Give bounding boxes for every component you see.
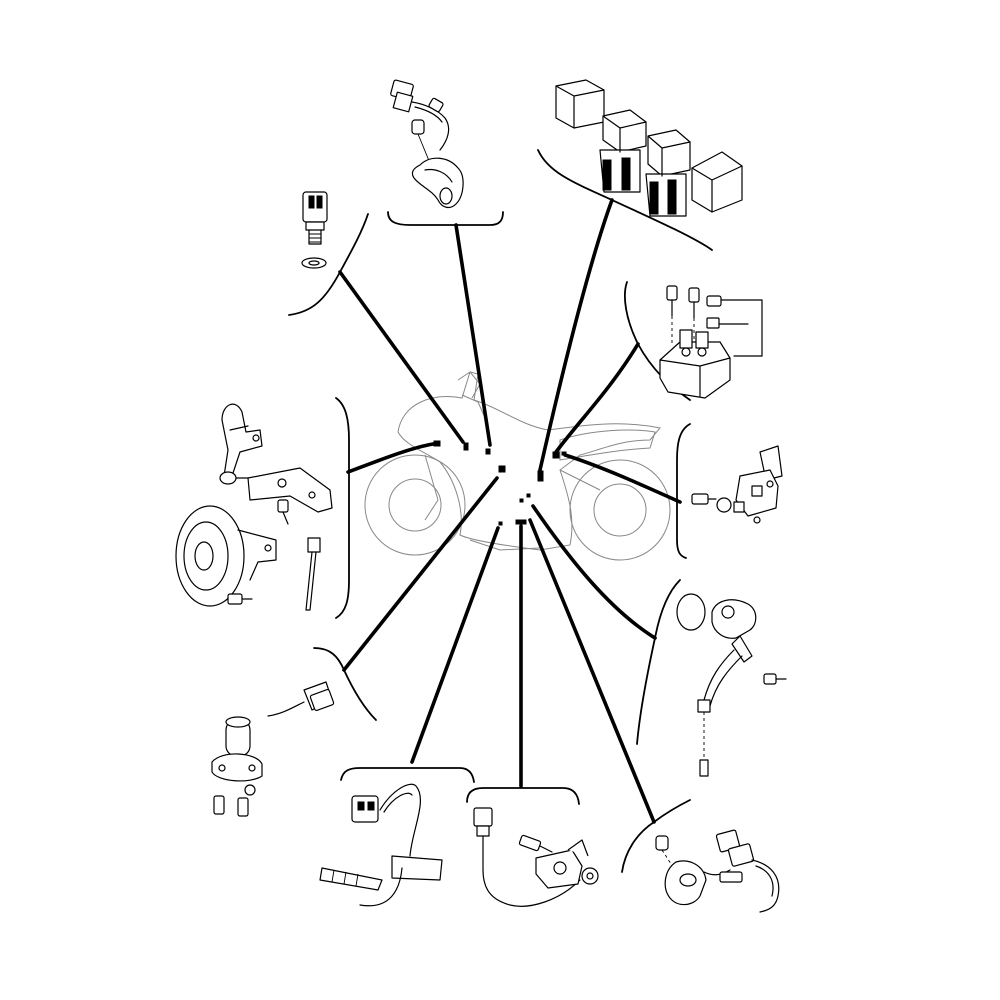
bracket-horn-assembly xyxy=(335,397,350,619)
bracket-coolant-temp-sensor xyxy=(288,213,369,316)
leader-horn-assembly xyxy=(346,442,435,474)
relay-block-icon xyxy=(555,79,743,217)
leader-oil-level-switch xyxy=(531,504,657,640)
speed-sensor-icon xyxy=(473,807,599,907)
marker-relay-group xyxy=(537,470,544,482)
motorcycle-silhouette xyxy=(364,371,671,561)
marker-left xyxy=(498,465,506,473)
leader-cam-position-sensor xyxy=(528,518,656,824)
marker-horn xyxy=(433,440,441,447)
marker-cam xyxy=(526,493,531,498)
bracket-oxygen-sensor xyxy=(340,767,475,783)
leader-oxygen-sensor xyxy=(410,526,500,764)
marker-crank-sensor xyxy=(485,448,491,455)
bracket-cam-position-sensor xyxy=(621,799,691,873)
marker-oil xyxy=(519,498,524,503)
marker-coolant-sensor xyxy=(463,442,469,451)
leader-crank-position-sensor xyxy=(454,223,492,447)
o-ring-switch-icon xyxy=(676,593,787,777)
o2-sensor-icon xyxy=(319,783,443,907)
bracket-relay-group xyxy=(537,149,713,251)
leader-starter-relay xyxy=(554,342,640,454)
switch-icon xyxy=(211,681,335,817)
leader-lines xyxy=(338,198,682,824)
bracket-neutral-switch xyxy=(313,647,377,721)
wired-sensor-icon xyxy=(390,79,464,209)
callout-brackets xyxy=(288,149,713,873)
leader-pressure-sensor xyxy=(563,453,682,504)
leader-relay-group xyxy=(538,198,614,472)
bracket-crank-position-sensor xyxy=(387,211,504,226)
threaded-sensor-icon xyxy=(301,191,328,269)
bracket-speed-sensor xyxy=(466,787,580,805)
horn-icon xyxy=(175,403,333,611)
bracket-pressure-sensor xyxy=(676,423,691,559)
marker-speed xyxy=(515,519,527,525)
cam-sensor-icon xyxy=(655,829,780,913)
leader-neutral-switch xyxy=(342,476,499,672)
leader-coolant-temp-sensor xyxy=(338,270,465,444)
marker-o2 xyxy=(498,521,503,526)
map-sensor-icon xyxy=(691,445,783,524)
starter-relay-icon xyxy=(659,285,763,399)
bracket-oil-level-switch xyxy=(636,579,681,745)
